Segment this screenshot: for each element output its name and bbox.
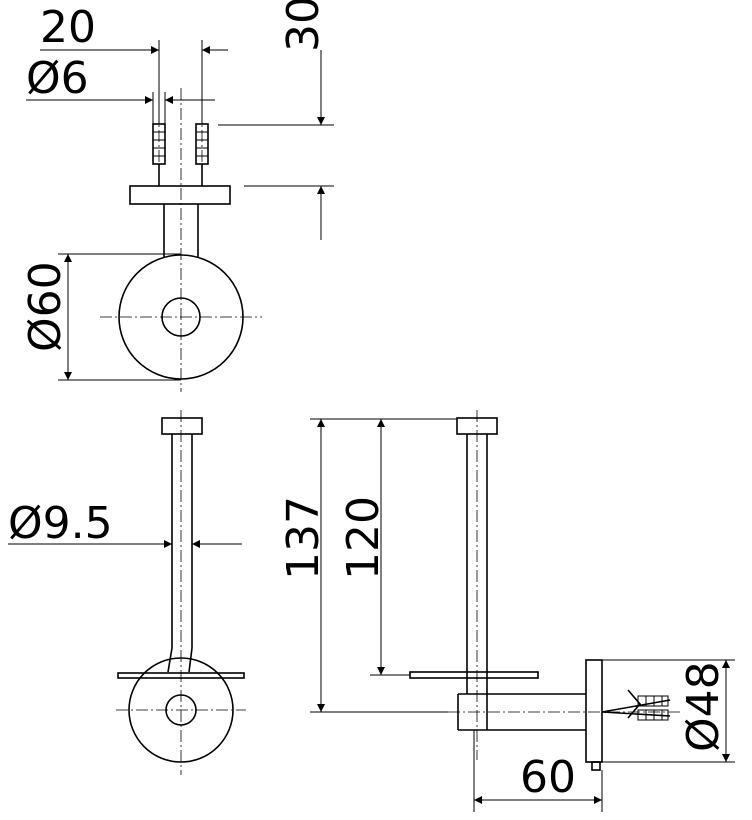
- dim-plate-diameter: Ø60: [20, 261, 71, 352]
- dim-plate-spacing: 20: [40, 2, 96, 53]
- side-cover-plate: [409, 671, 539, 679]
- top-view: 20 Ø6 30 Ø60: [20, 0, 334, 392]
- dim-rod-diameter: Ø9.5: [8, 498, 113, 549]
- dim-wall-disc-diameter: Ø48: [678, 661, 729, 752]
- dim-rod-length: 120: [338, 496, 389, 580]
- mounting-plate: [129, 185, 231, 205]
- dim-projection: 60: [520, 752, 576, 803]
- wall-disc: [585, 659, 603, 763]
- front-view: Ø9.5: [8, 410, 246, 775]
- rod-cap: [161, 417, 203, 435]
- dim-overall-height: 137: [278, 496, 329, 580]
- wall-anchors: [601, 689, 671, 721]
- dim-screw-diameter: Ø6: [26, 53, 89, 104]
- side-view: 137 120 Ø48 60: [278, 410, 735, 812]
- dim-screw-length: 30: [278, 0, 329, 52]
